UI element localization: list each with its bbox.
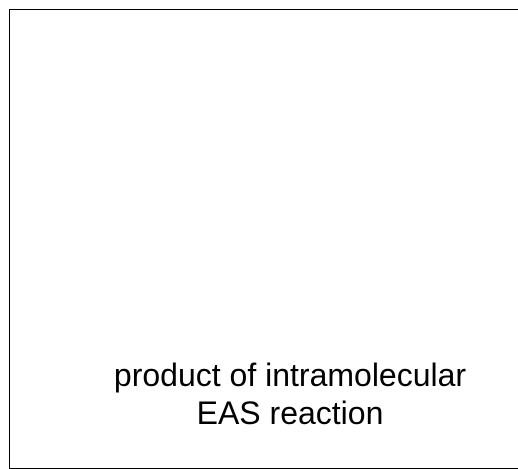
caption-line-1: product of intramolecular [113,357,467,393]
product-caption: product of intramolecular EAS reaction [60,356,518,432]
diagram-frame [9,9,518,469]
caption-line-2: EAS reaction [196,395,384,431]
structure-placeholder-area [30,30,510,350]
